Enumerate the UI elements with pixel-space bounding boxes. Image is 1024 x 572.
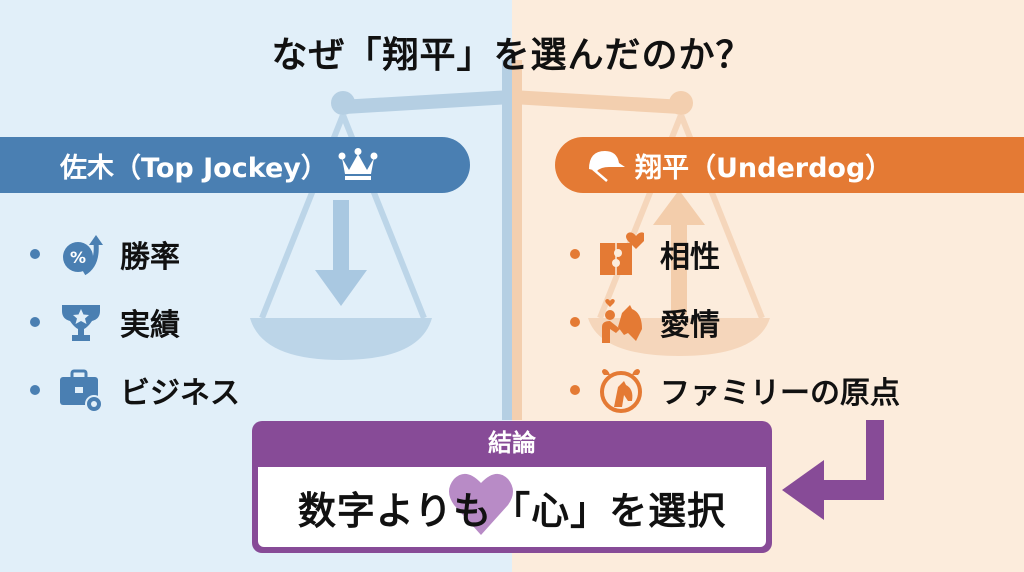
trophy-star-icon (58, 299, 104, 345)
bullet (30, 385, 40, 395)
person-hugging-horse-icon (598, 299, 644, 345)
list-item: ビジネス (30, 356, 240, 424)
puzzle-heart-icon (598, 231, 644, 277)
page-title: なぜ「翔平」を選んだのか？ (271, 35, 753, 76)
heart-icon (449, 473, 513, 535)
conclusion-text: 数字よりも「心」を選択 (297, 488, 727, 533)
conclusion-box: 結論 数字よりも「心」を選択 (252, 421, 772, 553)
bullet (570, 385, 580, 395)
list-item: 相性 (570, 220, 900, 288)
bullet (570, 317, 580, 327)
bullet (30, 317, 40, 327)
return-arrow-icon (782, 420, 884, 520)
briefcase-gear-icon (58, 367, 104, 413)
underdog-factors: 相性 愛情 ファミリーの原点 (570, 220, 900, 424)
conclusion-heading: 結論 (488, 429, 536, 457)
top-jockey-banner: 佐木（Top Jockey） (0, 137, 470, 193)
horse-shield-icon (598, 367, 644, 413)
percent-badge-up-arrow-icon: % (58, 231, 104, 277)
bullet (570, 249, 580, 259)
top-jockey-label: 佐木（Top Jockey） (60, 152, 328, 184)
underdog-label: 翔平（Underdog） (635, 152, 893, 184)
jockey-helmet-icon (585, 147, 625, 183)
bullet (30, 249, 40, 259)
top-jockey-factors: % 勝率 実績 ビジネス (30, 220, 240, 424)
list-item: 実績 (30, 288, 240, 356)
underdog-banner: 翔平（Underdog） (555, 137, 1024, 193)
conclusion-body: 数字よりも「心」を選択 (258, 467, 766, 547)
list-item: ファミリーの原点 (570, 356, 900, 424)
svg-text:%: % (70, 248, 86, 267)
list-item: % 勝率 (30, 220, 240, 288)
crown-icon (338, 148, 378, 182)
list-item: 愛情 (570, 288, 900, 356)
